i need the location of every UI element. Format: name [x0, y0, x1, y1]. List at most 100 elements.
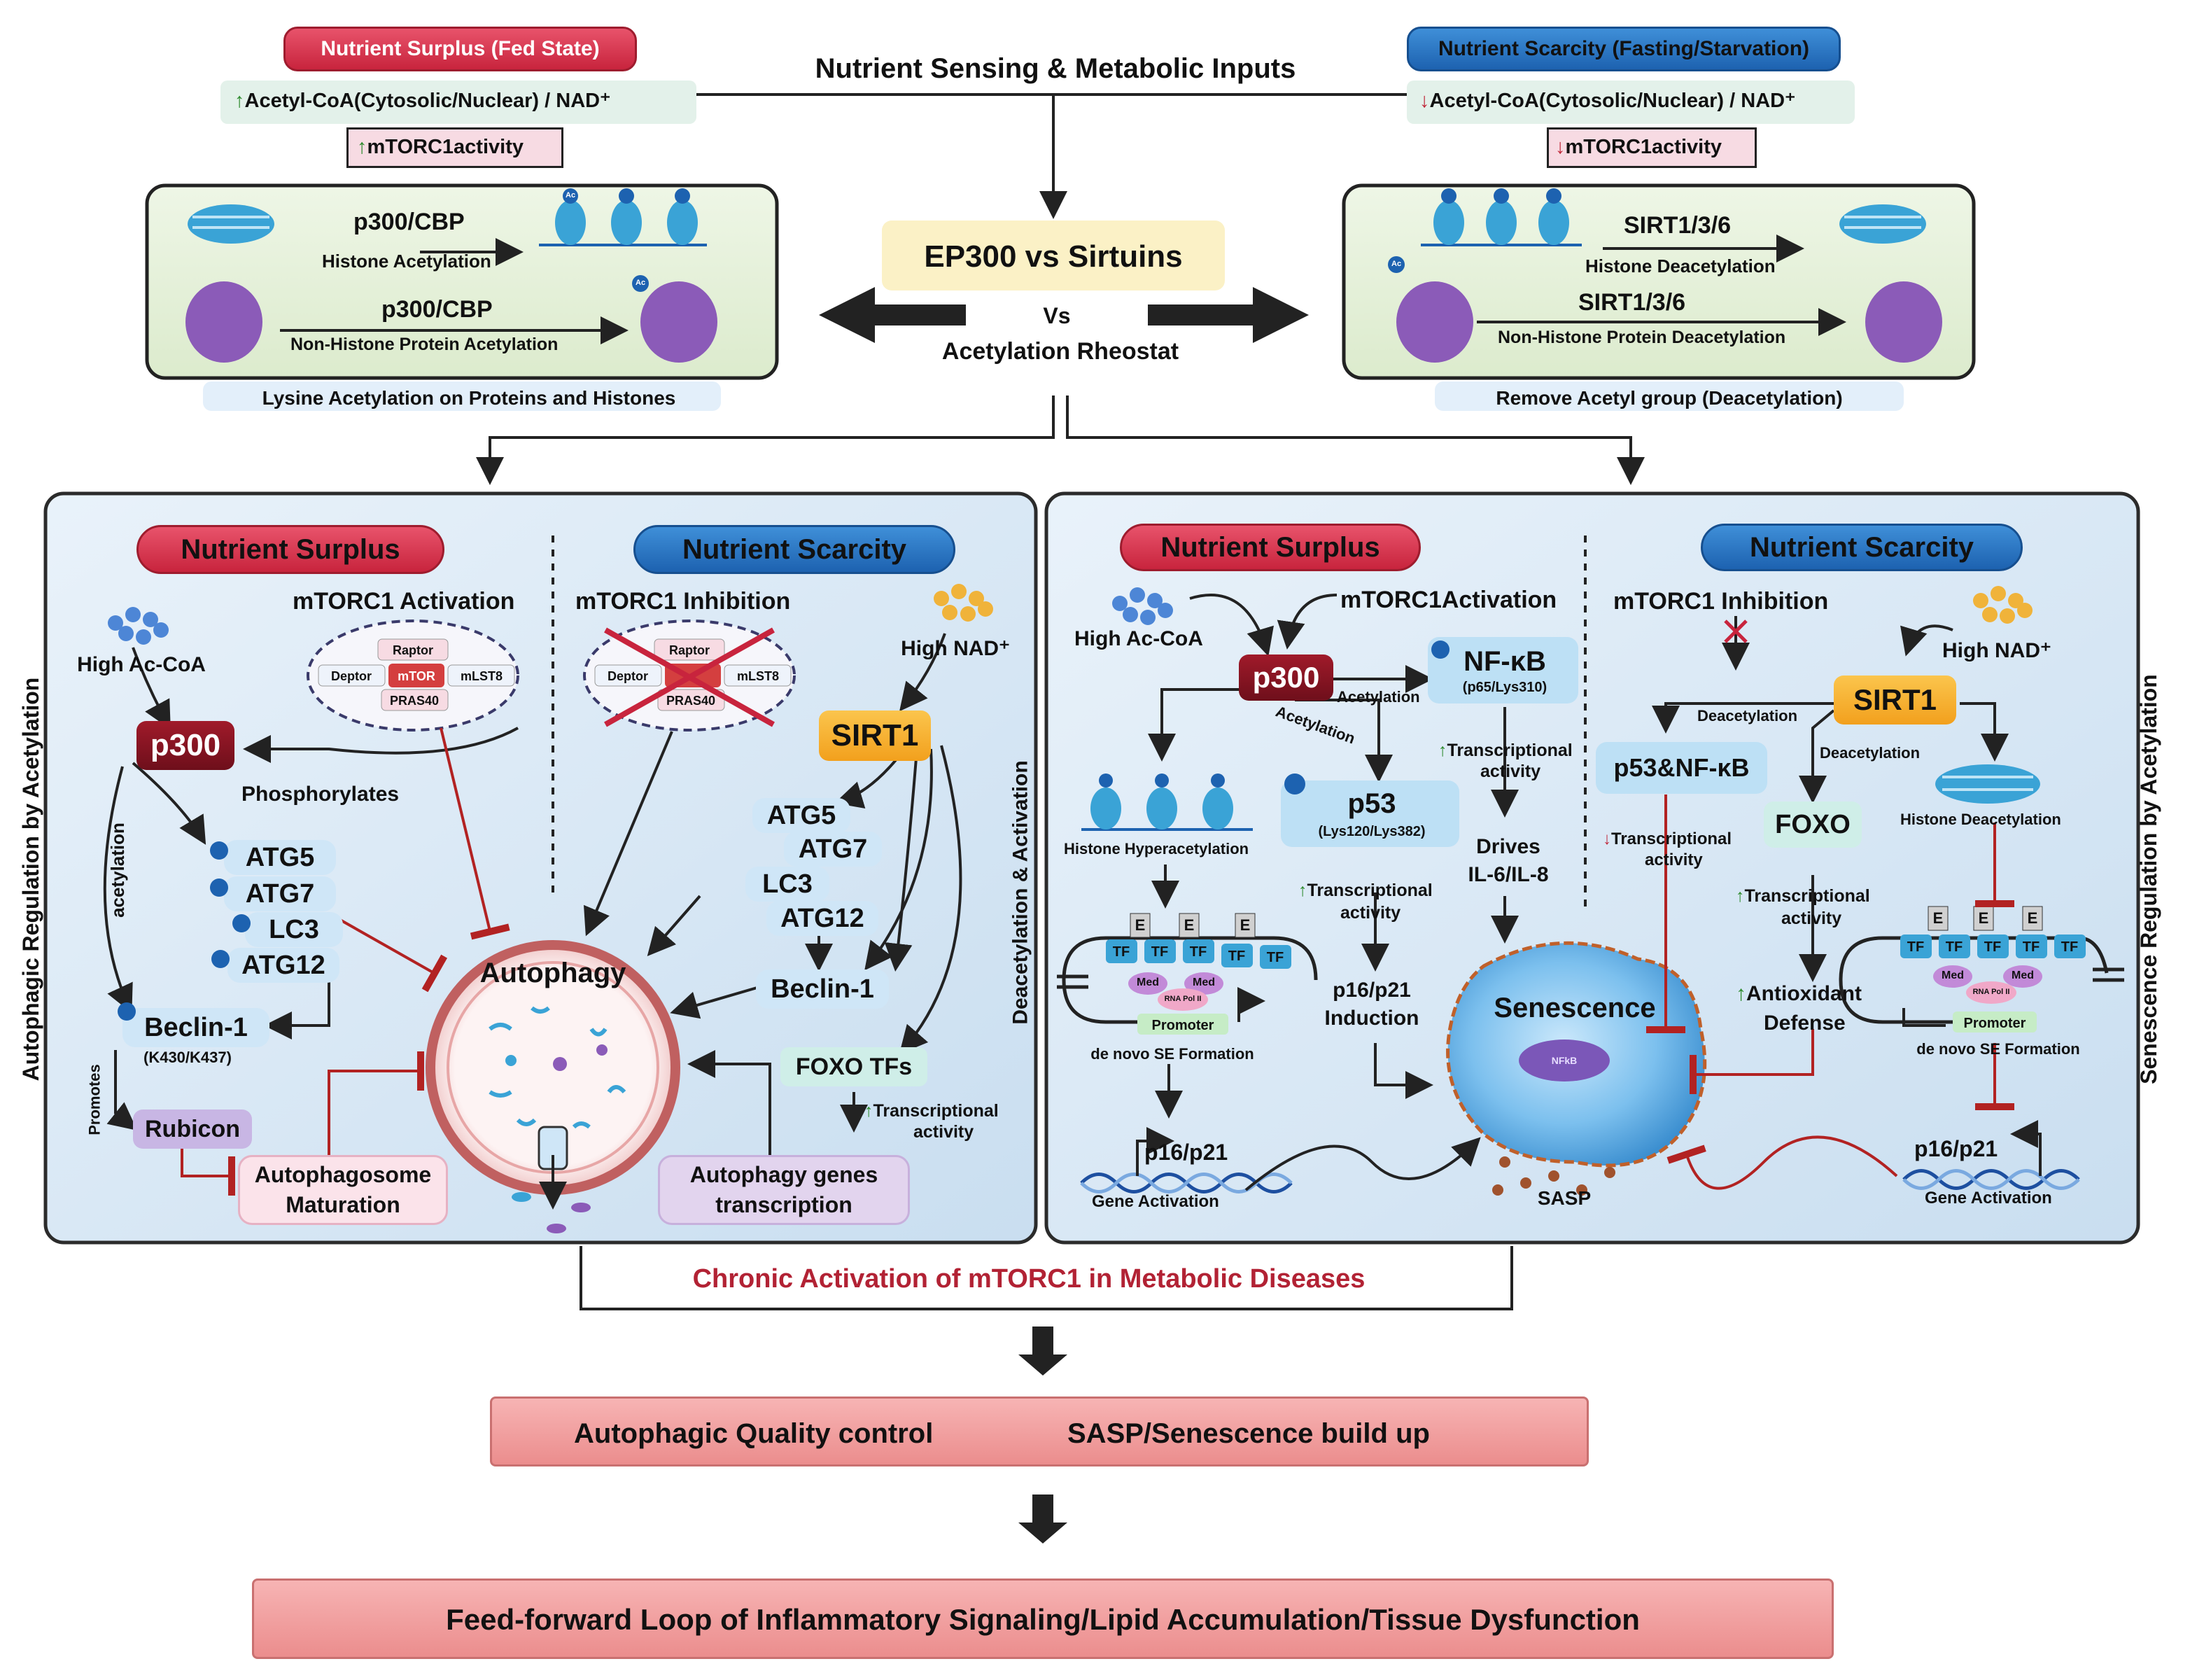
- mtorc1-activation-label: mTORC1 Activation: [293, 588, 515, 615]
- non-histone-deacetylation-label: Non-Histone Protein Deacetylation: [1498, 328, 1786, 347]
- left-panel-inhibitions: [181, 727, 510, 1196]
- autophagic-quality-label: Autophagic Quality control: [574, 1418, 934, 1449]
- p53-activity: activity: [1340, 903, 1401, 923]
- p53-node: [1281, 780, 1459, 847]
- med-label: Med: [1942, 969, 1964, 981]
- deptor-label-inhibited: Deptor: [608, 669, 648, 683]
- tf-label: TF: [1189, 944, 1207, 960]
- ac-marker: [1431, 640, 1450, 659]
- feed-forward-label: Feed-forward Loop of Inflammatory Signal…: [446, 1603, 1640, 1636]
- atg7-right: ATG7: [784, 832, 882, 867]
- ac-marker: [210, 841, 228, 860]
- high-nad-left: High NAD⁺: [901, 637, 1010, 660]
- lc3-right: LC3: [745, 867, 829, 902]
- mtorc1-inhibition-x: [1724, 620, 1748, 643]
- promoter-label-left: Promoter: [1151, 1018, 1214, 1033]
- tf-label: TF: [1907, 939, 1925, 955]
- histone-deacetylation-label: Histone Deacetylation: [1585, 255, 1776, 276]
- rna-pol-label: RNA Pol II: [1972, 988, 2010, 996]
- vs-label: Vs: [1043, 303, 1071, 328]
- left-caption-bg: [203, 382, 721, 411]
- foxo-tfs-node: FOXO TFs: [780, 1047, 927, 1086]
- fasting-state-badge: Nutrient Scarcity (Fasting/Starvation): [1407, 27, 1841, 71]
- p300-node-left: p300: [136, 721, 234, 770]
- autophagy-label: Autophagy: [479, 958, 626, 988]
- histone-deacetylation-graphic: [1935, 764, 2040, 804]
- high-nad-right: High NAD⁺: [1942, 639, 2051, 662]
- acetyl-coa-molecules: [108, 607, 169, 645]
- left-panel-arrows: [103, 633, 962, 1169]
- maturation-label: Maturation: [286, 1192, 400, 1217]
- atg5-right: ATG5: [752, 798, 850, 833]
- left-nutrient-scarcity-badge: Nutrient Scarcity: [633, 525, 955, 574]
- gene-activation-left: Gene Activation: [1092, 1192, 1219, 1211]
- drives-label: Drives: [1476, 835, 1540, 858]
- med-label: Med: [1137, 976, 1159, 988]
- activity-label-left: activity: [913, 1122, 974, 1142]
- p16-induction-label-2: Induction: [1324, 1007, 1419, 1030]
- acetylation-rheostat: Acetylation Rheostat: [941, 338, 1179, 365]
- p53nfkb-transcriptional: ↓Transcriptional: [1603, 830, 1732, 848]
- mtorc1-active-complex: [307, 620, 519, 732]
- transcription-label: transcription: [715, 1192, 852, 1217]
- ac-marker: [1284, 774, 1305, 794]
- fed-state-badge: Nutrient Surplus (Fed State): [283, 27, 637, 71]
- promotes-label: Promotes: [85, 1064, 104, 1135]
- tf-label: TF: [1945, 939, 1963, 955]
- lc3-left: LC3: [245, 912, 343, 947]
- enhancer-label: E: [1240, 916, 1251, 934]
- mlst8-label-inhibited: mLST8: [736, 669, 780, 683]
- de-novo-se-right: de novo SE Formation: [1916, 1040, 2080, 1058]
- acetylation-vertical-label: acetylation: [106, 822, 128, 918]
- pras40-label-inhibited: PRAS40: [666, 694, 716, 708]
- top-connectors: [476, 93, 1645, 485]
- autophagosome-label: Autophagosome: [254, 1162, 432, 1187]
- nucleosome-icon-left: [188, 188, 707, 246]
- beclin1-left: Beclin-1: [122, 1008, 269, 1047]
- nucleus-label: NFkB: [1551, 1055, 1578, 1066]
- outcome-box: [490, 1396, 1589, 1466]
- ac-badge: Ac: [1391, 260, 1402, 268]
- left-nutrient-surplus-badge: Nutrient Surplus: [136, 525, 444, 574]
- histone-acetylation-label: Histone Acetylation: [322, 251, 491, 272]
- p16-induction-label-1: p16/p21: [1333, 979, 1411, 1002]
- p300-node-right: p300: [1239, 654, 1333, 701]
- right-nutrient-scarcity-badge: Nutrient Scarcity: [1701, 524, 2023, 571]
- ac-badge: Ac: [566, 191, 576, 200]
- nfkb-transcriptional: ↑Transcriptional: [1438, 741, 1573, 760]
- autophagosome-maturation-box: [238, 1155, 448, 1225]
- nfkb-site-label: (p65/Lys310): [1462, 680, 1547, 695]
- gene-activation-right: Gene Activation: [1925, 1189, 2052, 1208]
- p16-right-label: p16/p21: [1914, 1136, 1998, 1161]
- de-novo-se-left: de novo SE Formation: [1090, 1045, 1254, 1063]
- ac-badge: Ac: [636, 279, 646, 287]
- p300-cbp-label-2: p300/CBP: [381, 296, 493, 323]
- mtor-label: mTOR: [398, 669, 435, 683]
- sirt1-node-right: SIRT1: [1834, 676, 1956, 724]
- right-nad-molecules: [1973, 586, 2033, 624]
- p53-transcriptional: ↑Transcriptional: [1298, 881, 1433, 900]
- transcriptional-label-left: ↑Transcriptional: [864, 1101, 999, 1121]
- ep300-vs-sirtuins: EP300 vs Sirtuins: [924, 239, 1183, 274]
- autophagy-genes-box: [658, 1155, 910, 1225]
- sirt1-node-left: SIRT1: [819, 710, 931, 761]
- nad-molecules: [934, 584, 993, 622]
- ac-marker: [210, 878, 228, 897]
- right-panel-inhibitions: [1646, 794, 2014, 1190]
- fed-metabolites-box: [220, 80, 696, 124]
- ep300-vs-sirtuins-box: [882, 220, 1225, 290]
- il6-il8-label: IL-6/IL-8: [1468, 863, 1549, 886]
- atg12-right: ATG12: [766, 901, 878, 936]
- autophagy-genes-label: Autophagy genes: [689, 1162, 878, 1187]
- foxo-activity: activity: [1781, 909, 1842, 928]
- enhancer-label: E: [1184, 916, 1195, 934]
- sasp-label: SASP: [1537, 1187, 1592, 1209]
- enhancer-label: E: [1135, 916, 1146, 934]
- nfkb-label: NF-κB: [1463, 646, 1546, 677]
- rheostat-double-arrow: [819, 287, 1309, 343]
- promoter-label-right: Promoter: [1963, 1016, 2026, 1031]
- high-acoa-left: High Ac-CoA: [77, 653, 206, 676]
- antioxidant-label: ↑Antioxidant: [1736, 982, 1862, 1005]
- mlst8-label: mLST8: [460, 669, 503, 683]
